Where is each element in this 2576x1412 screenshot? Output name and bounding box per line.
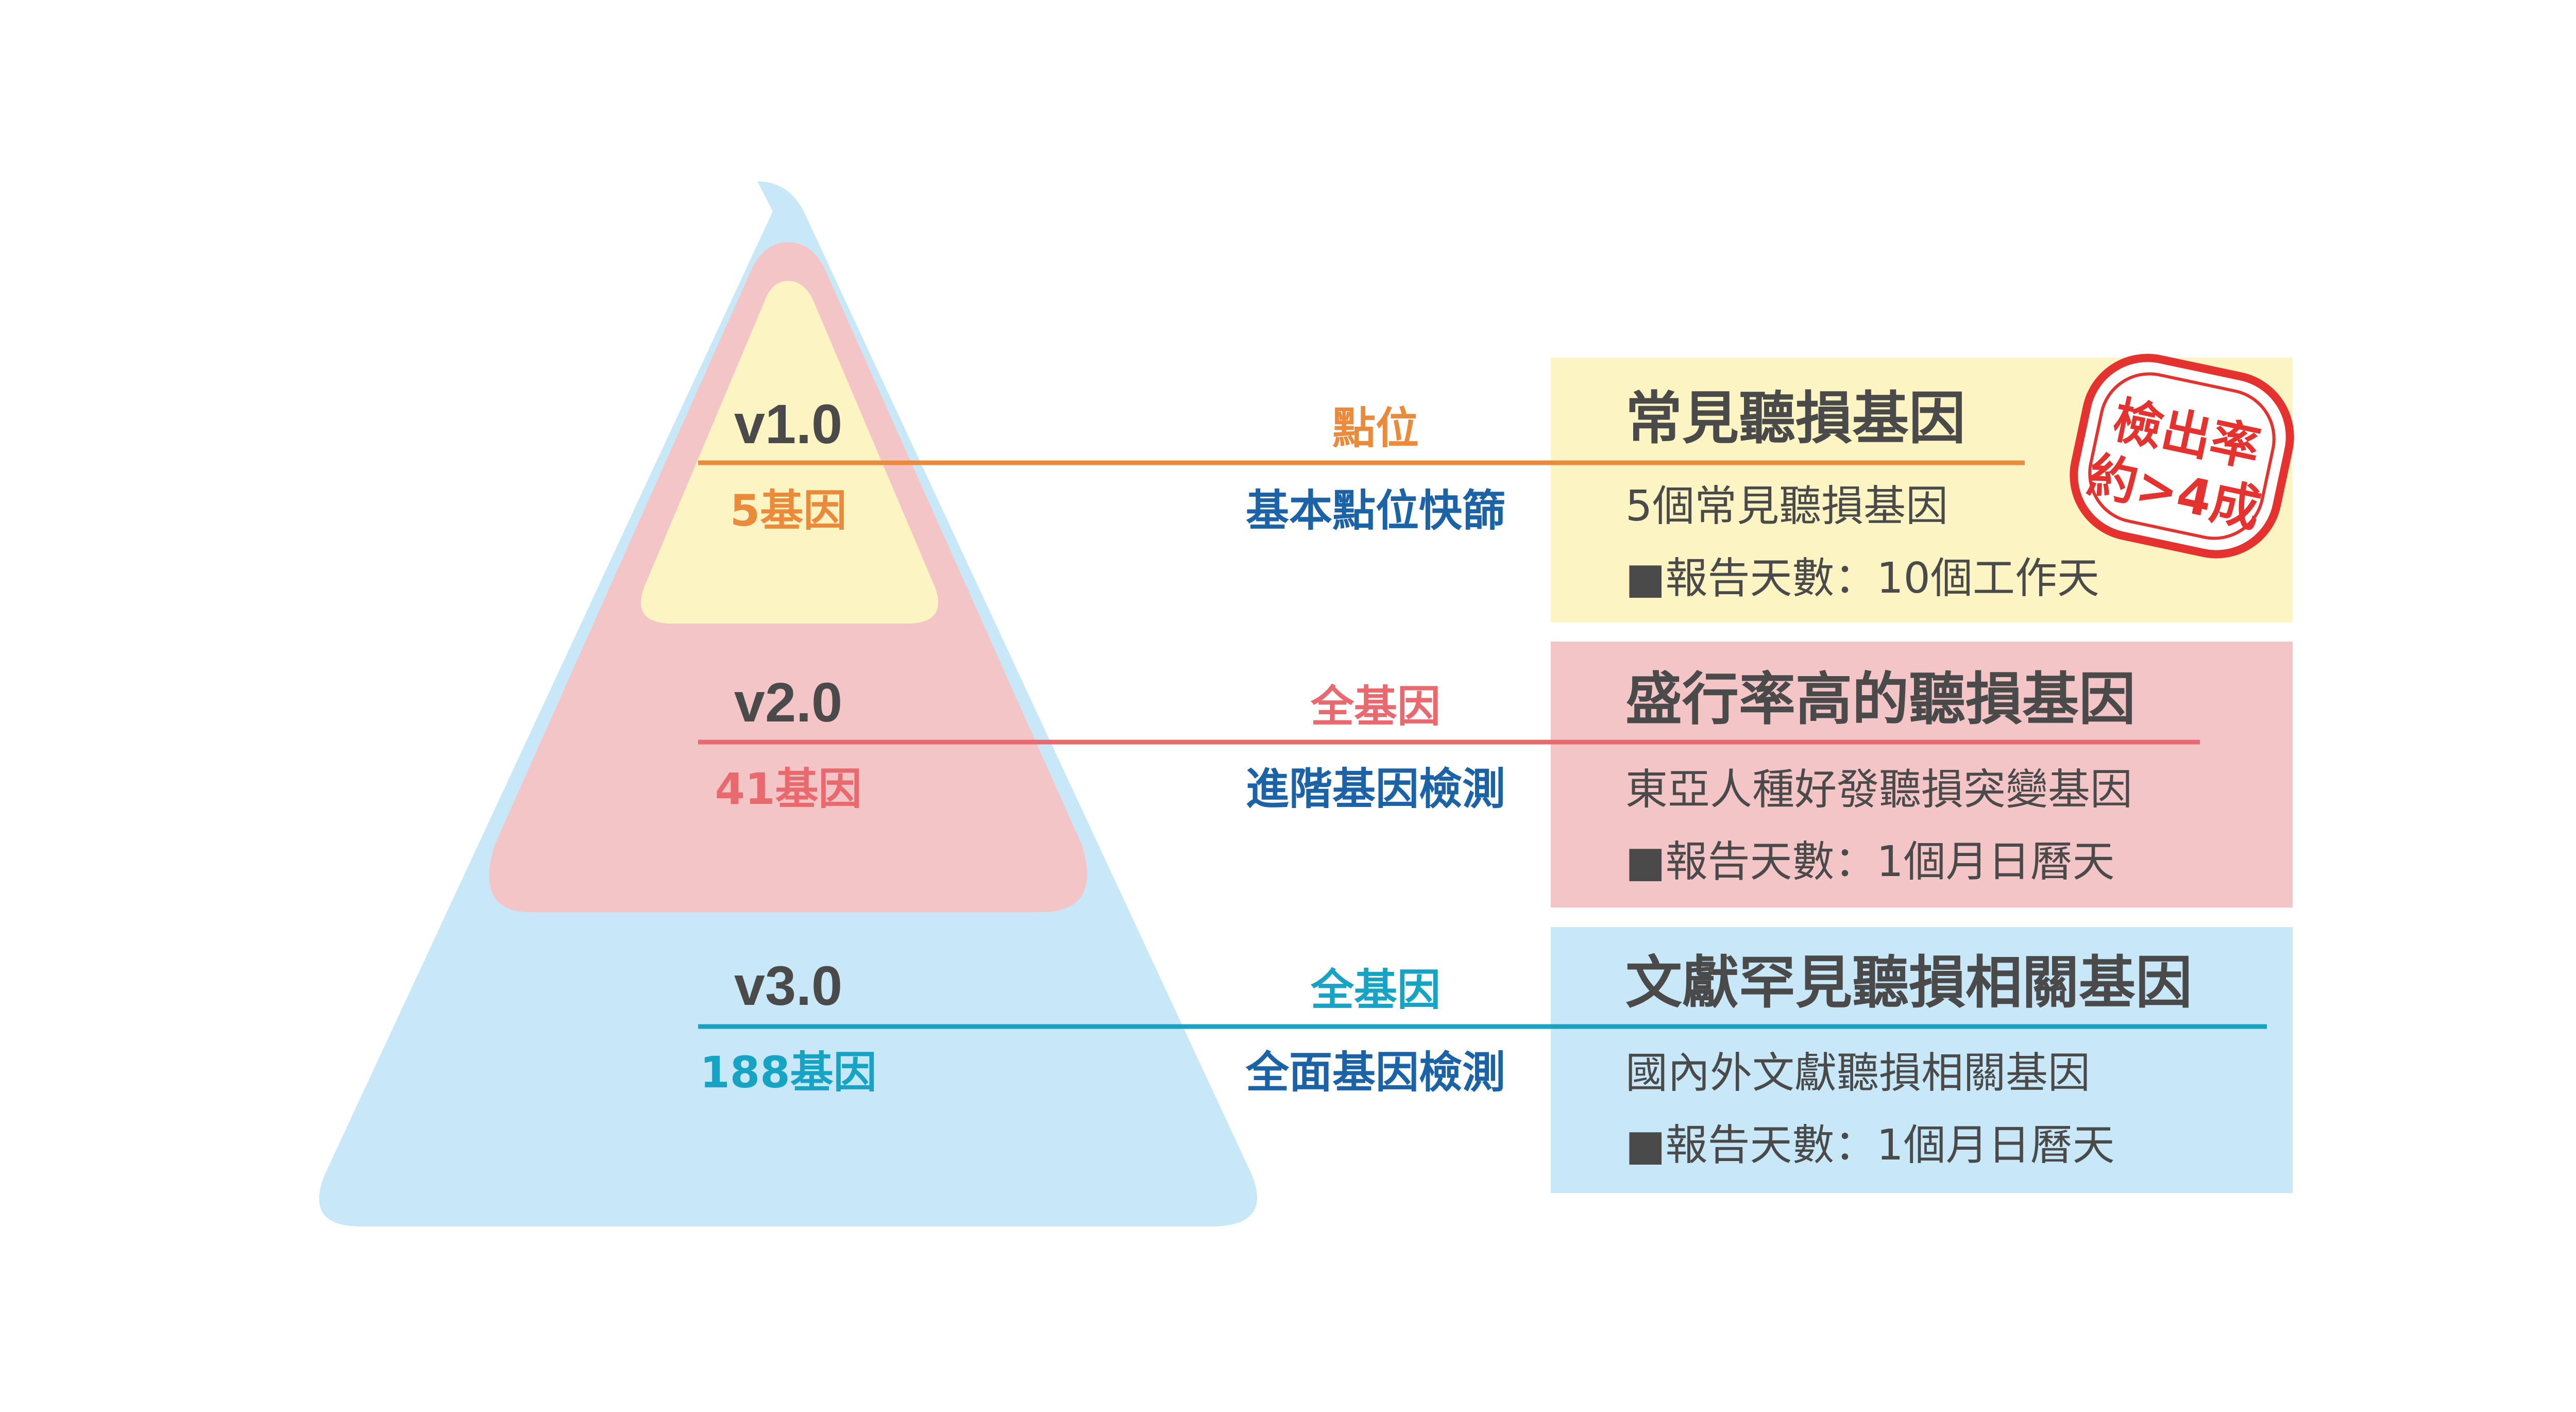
method-label-v2: 全基因 bbox=[1310, 681, 1440, 732]
detection-rate-stamp: 檢出率 約>4成 bbox=[2070, 354, 2294, 559]
test-name-v3: 全面基因檢測 bbox=[1245, 1047, 1505, 1098]
panel-v3-background bbox=[1551, 927, 2293, 1193]
version-label-v2: v2.0 bbox=[734, 671, 842, 733]
inner-pyramid bbox=[641, 281, 938, 624]
test-name-v2: 進階基因檢測 bbox=[1246, 764, 1505, 814]
panel-v2-background bbox=[1551, 642, 2293, 907]
panel-desc-v3: 國內外文獻聽損相關基因 bbox=[1625, 1049, 2090, 1098]
gene-count-v1: 5基因 bbox=[730, 485, 846, 536]
method-label-v1: 點位 bbox=[1332, 403, 1419, 453]
panel-desc-v1: 5個常見聽損基因 bbox=[1625, 482, 1948, 531]
report-days-v1: ■報告天數：10個工作天 bbox=[1625, 554, 2099, 603]
stamp-inner-border bbox=[2088, 372, 2276, 540]
version-label-v1: v1.0 bbox=[734, 393, 842, 455]
gene-count-v3: 188基因 bbox=[700, 1047, 876, 1098]
report-days-v2: ■報告天數：1個月日曆天 bbox=[1625, 837, 2115, 886]
panel-title-v2: 盛行率高的聽損基因 bbox=[1625, 666, 2136, 732]
method-label-v3: 全基因 bbox=[1310, 965, 1440, 1015]
panel-title-v1: 常見聽損基因 bbox=[1625, 385, 1965, 451]
test-name-v1: 基本點位快篩 bbox=[1246, 485, 1505, 536]
report-days-v3: ■報告天數：1個月日曆天 bbox=[1625, 1121, 2115, 1170]
panel-desc-v2: 東亞人種好發聽損突變基因 bbox=[1625, 765, 2132, 814]
stamp-outer-border bbox=[2070, 354, 2294, 559]
version-label-v3: v3.0 bbox=[734, 954, 842, 1017]
panel-title-v3: 文獻罕見聽損相關基因 bbox=[1625, 950, 2192, 1016]
gene-count-v2: 41基因 bbox=[715, 764, 862, 814]
